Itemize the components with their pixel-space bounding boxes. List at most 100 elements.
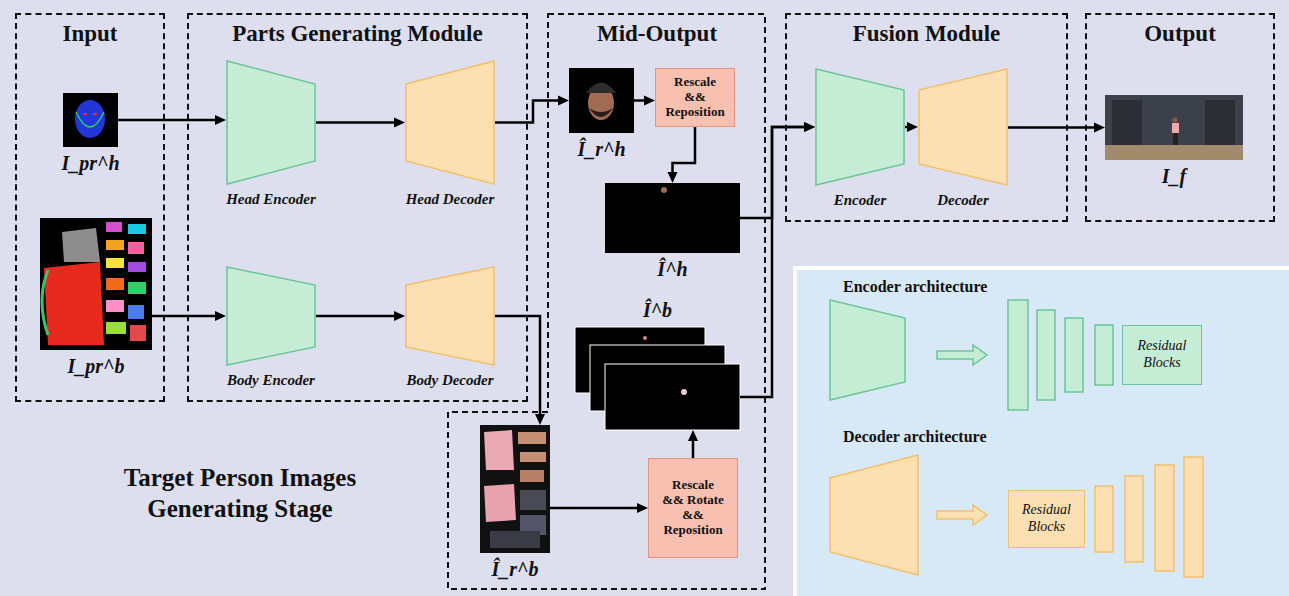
dashed-outline — [448, 14, 765, 589]
arrow-connector — [1008, 123, 1105, 133]
text-holder: I_pr^b — [10, 356, 182, 377]
trapezoid-shape — [226, 266, 316, 366]
arrow-head — [668, 172, 678, 183]
text-holder: Decoder architecture — [843, 428, 1143, 446]
trapezoid-outline — [815, 68, 905, 186]
arrow-head — [215, 311, 226, 321]
deconv-layer — [1155, 465, 1174, 571]
legend-heading: Encoder architecture — [843, 278, 987, 295]
module-box: Fusion ModuleEncoderDecoder — [785, 13, 1068, 222]
text-holder: Parts Generating Module — [187, 21, 528, 47]
encoder-trapezoid: Encoder — [815, 68, 905, 210]
conv-layer — [1095, 325, 1113, 385]
module-box: InputI_pr^hI_pr^b — [15, 13, 165, 402]
body-part — [128, 242, 144, 254]
module-title: Parts Generating Module — [232, 21, 482, 46]
pants-part — [490, 531, 540, 548]
decoder-icon — [830, 455, 918, 575]
arrow-connector — [634, 96, 655, 106]
text-holder: Body Encoder — [186, 371, 356, 389]
arrow-connector — [495, 96, 569, 123]
text-holder: Î_r^b — [450, 559, 580, 580]
connector-line — [152, 315, 217, 318]
arrow-head — [394, 118, 405, 128]
text-holder: Encoder architecture — [843, 278, 1143, 296]
image-caption: I_pr^h — [61, 152, 119, 174]
module-title: Mid-Output — [597, 21, 717, 46]
image-node: Î^b — [575, 300, 740, 430]
residual-label: Residual Blocks — [1016, 502, 1078, 536]
conv-layer — [1065, 318, 1083, 392]
text-holder: I_pr^h — [33, 153, 148, 174]
body-layer-image — [605, 364, 740, 430]
text-holder: Mid-Output — [548, 21, 766, 47]
body-part — [106, 240, 124, 250]
stage-label-text: Target Person Images Generating Stage — [124, 464, 356, 522]
body-parsing-image — [40, 218, 152, 350]
trapezoid-shape — [405, 266, 495, 366]
head-parsing-image — [63, 93, 118, 147]
body-part — [44, 262, 104, 345]
deconv-layer — [1125, 476, 1143, 562]
shirt-part — [484, 484, 516, 522]
arrow-head — [394, 311, 405, 321]
module-label: Encoder — [834, 192, 887, 208]
text-holder: Rescale && Reposition — [663, 75, 727, 120]
conv-layer — [1008, 300, 1028, 410]
connector-line — [1008, 126, 1096, 129]
text-holder: Residual Blocks — [1131, 338, 1193, 372]
panel-gap — [793, 266, 1289, 596]
image-node: I_pr^h — [63, 93, 118, 183]
trapezoid-shape — [918, 68, 1008, 186]
arrow-connector — [905, 122, 918, 132]
floor — [1105, 145, 1243, 160]
process-label: Rescale && Reposition — [663, 75, 727, 120]
text-holder: Head Decoder — [365, 190, 535, 208]
image-caption: Î^h — [657, 258, 687, 280]
decoder-trapezoid: Head Decoder — [405, 60, 495, 210]
person-legs — [1173, 133, 1178, 145]
output-photo — [1105, 95, 1243, 160]
dashed-frame — [15, 13, 165, 402]
trapezoid-outline — [226, 266, 316, 366]
text-holder: Î^b — [545, 300, 770, 321]
connector-line — [550, 507, 639, 510]
arrow-head — [907, 122, 918, 132]
arrow-connector — [668, 127, 696, 183]
image-node: Î^h — [605, 183, 740, 281]
part-dot — [681, 389, 687, 395]
generated-body-parts-image — [480, 425, 550, 553]
arrow-head — [688, 430, 698, 441]
eye-mark — [93, 113, 97, 115]
arrow-connector — [118, 115, 226, 125]
decoder-shape — [406, 61, 494, 184]
text-holder: Residual Blocks — [1016, 502, 1078, 536]
arrow-head — [804, 122, 815, 132]
body-part — [62, 228, 100, 262]
image-area — [63, 93, 118, 147]
encoder-shape — [816, 69, 904, 185]
process-label: Rescale && Rotate && Reposition — [661, 478, 725, 538]
connector-line — [740, 127, 806, 397]
expand-arrow — [937, 345, 987, 365]
text-holder: Î_r^h — [539, 139, 664, 160]
door — [1112, 100, 1142, 145]
cap — [586, 83, 616, 94]
arrow-connector — [740, 122, 815, 218]
module-title: Input — [63, 21, 118, 46]
text-holder: Decoder — [878, 191, 1048, 209]
text-holder: Input — [15, 21, 165, 47]
image-area — [575, 327, 740, 430]
text-holder: I_f — [1075, 166, 1273, 187]
body-part — [128, 305, 144, 319]
face-region — [75, 100, 105, 138]
arrow-head — [535, 414, 545, 425]
module-label: Head Decoder — [406, 191, 495, 207]
trapezoid-shape — [815, 68, 905, 186]
encoder-shape — [227, 267, 315, 365]
decoder-trapezoid: Body Decoder — [405, 266, 495, 394]
person-shirt — [1172, 123, 1179, 133]
image-caption: Î_r^b — [492, 558, 539, 580]
image-area — [40, 218, 152, 350]
